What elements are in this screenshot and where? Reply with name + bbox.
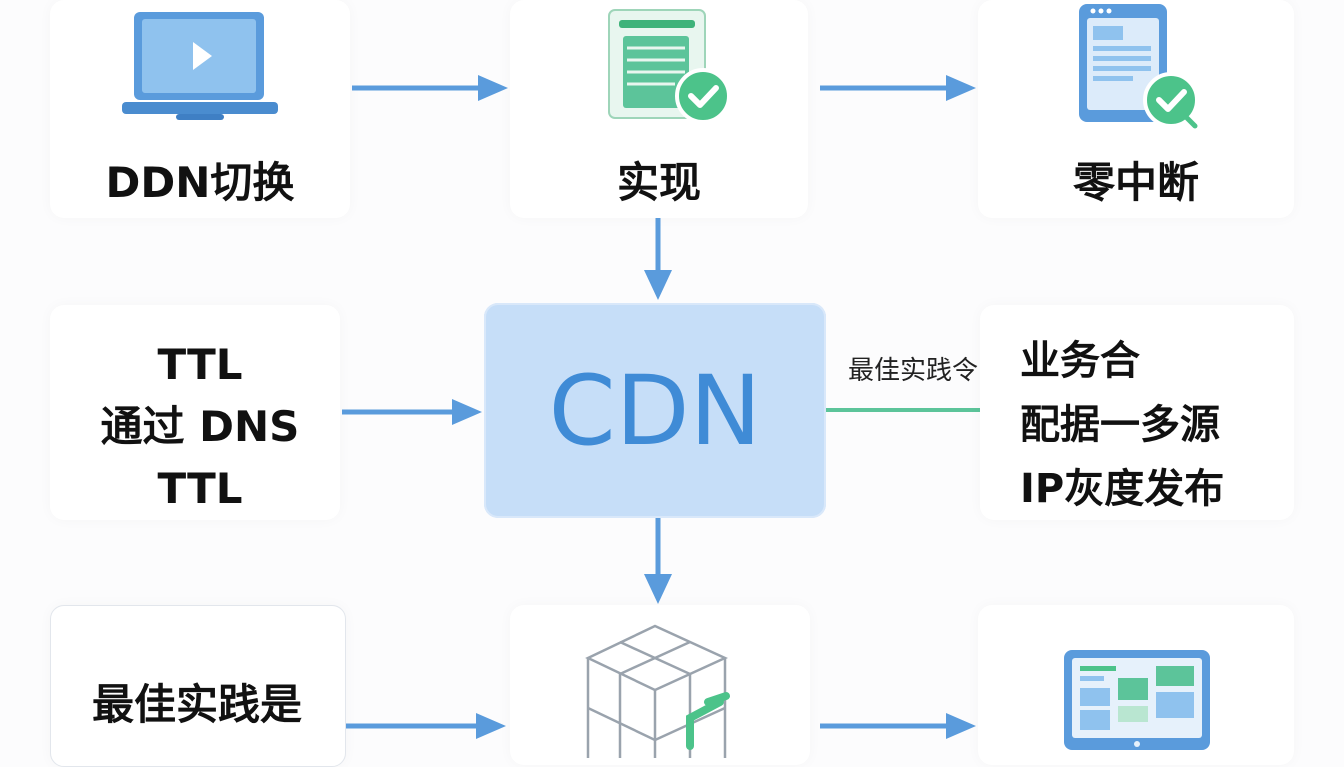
cdn-label: CDN <box>548 354 762 467</box>
cube-icon <box>585 624 730 758</box>
card-best-practice <box>50 605 346 767</box>
annotation-best-practice: 最佳实践令 <box>848 356 979 386</box>
card-ttl <box>50 305 340 520</box>
label-ttl-1: TTL <box>157 340 243 389</box>
arrow-cdn-to-cube <box>644 518 672 604</box>
label-business-2: 配据一多源 <box>1020 402 1220 448</box>
arrow-ttl-to-cdn <box>342 399 482 425</box>
laptop-play-icon <box>122 12 278 120</box>
label-business-1: 业务合 <box>1020 338 1140 384</box>
tablet-check-icon <box>1079 4 1199 129</box>
label-ddn-switch: DDN切换 <box>105 158 295 207</box>
label-zero-interrupt: 零中断 <box>1072 158 1199 207</box>
arrow-implement-to-cdn <box>644 218 672 300</box>
connector-cdn-to-right <box>826 408 980 412</box>
label-business-3: IP灰度发布 <box>1020 466 1225 512</box>
card-business <box>980 305 1294 520</box>
label-best-practice: 最佳实践是 <box>91 680 302 729</box>
arrow-best-practice-to-cube <box>346 713 506 739</box>
arrow-ddn-to-implement <box>352 75 508 101</box>
label-ttl-3: TTL <box>157 464 243 513</box>
cdn-node: CDN <box>484 303 826 518</box>
arrow-implement-to-zero <box>820 75 976 101</box>
label-ttl-2: 通过 DNS <box>100 402 300 451</box>
monitor-dashboard-icon <box>1064 650 1210 750</box>
arrow-cube-to-monitor <box>820 713 976 739</box>
document-check-icon <box>608 9 731 124</box>
label-implement: 实现 <box>616 158 701 207</box>
